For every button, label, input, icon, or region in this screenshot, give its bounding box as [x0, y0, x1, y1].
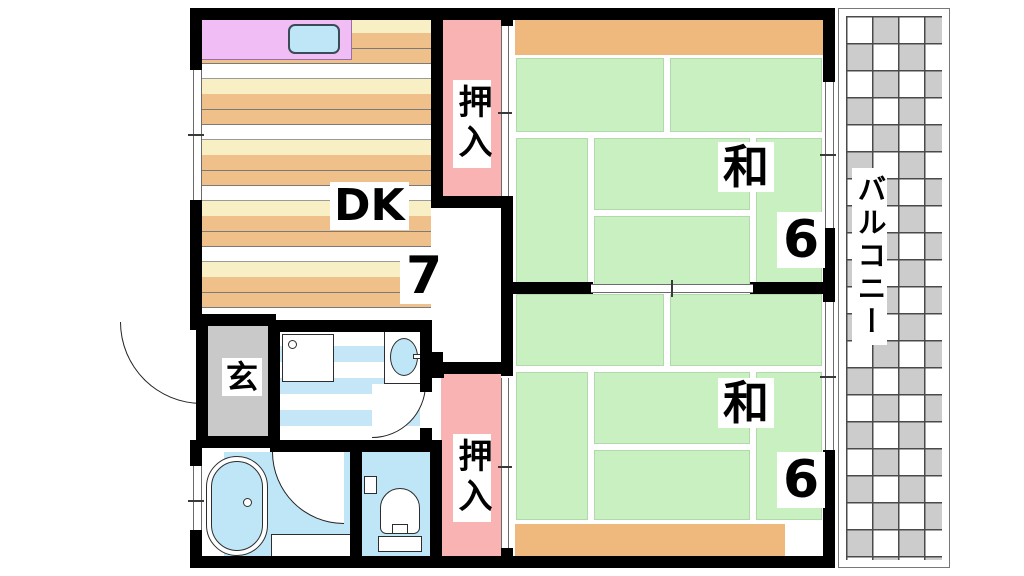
wall-central-mid: [501, 196, 513, 376]
wall-between-tatami-right: [750, 282, 835, 294]
wall-upper-room-top: [501, 8, 835, 20]
wall-genkan-right: [268, 320, 280, 448]
label-washitsu-upper: 和: [718, 142, 774, 192]
balcony-door-lower-tick: [820, 376, 836, 378]
label-washitsu-upper-size: 6: [777, 212, 826, 268]
upper-room-wood-strip: [515, 20, 823, 55]
wall-dk-bottom: [196, 314, 276, 326]
wall-dk-right-upper: [431, 8, 443, 208]
wall-hall-vert: [420, 378, 432, 392]
tatami-mat: [516, 294, 664, 366]
wall-outer-left-upper: [190, 8, 202, 70]
closet-lower-door-tick: [498, 466, 512, 468]
label-dk: DK: [330, 182, 409, 230]
kitchen-sink: [288, 24, 340, 54]
dk-window-tick: [188, 134, 204, 136]
wall-closet-upper-bottom: [431, 196, 513, 208]
label-closet-lower: 押入: [452, 434, 492, 522]
bathtub-drain-icon: [243, 498, 252, 507]
label-balcony: バルコニー: [852, 168, 887, 345]
tatami-mat: [670, 58, 822, 132]
toilet-tank: [378, 536, 422, 552]
washing-machine-knob-icon: [288, 340, 297, 349]
wall-washroom-right: [420, 320, 432, 366]
toilet-seat-notch: [392, 524, 408, 534]
bathroom-window-tick: [188, 500, 204, 502]
wall-outer-left-mid: [190, 200, 202, 330]
wall-right-lower: [823, 450, 835, 568]
bathroom-window[interactable]: [193, 466, 202, 530]
entrance-door-swing[interactable]: [120, 322, 202, 404]
wall-upper-room-right-stub: [823, 60, 835, 82]
tatami-mat: [670, 294, 822, 366]
label-genkan: 玄: [222, 358, 263, 396]
lower-room-wood-strip: [515, 524, 785, 556]
bathroom-floor-strip: [271, 534, 353, 558]
wall-toilet-right: [430, 440, 442, 568]
tatami-mat: [516, 138, 588, 286]
label-washitsu-lower: 和: [718, 378, 774, 428]
wall-washroom-top: [270, 320, 430, 332]
wall-central-lower: [501, 548, 513, 568]
wall-closet-lower-top: [431, 362, 513, 374]
wall-right-mid: [823, 228, 835, 302]
closet-upper-door-tick: [498, 112, 512, 114]
tatami-mat: [516, 372, 588, 520]
toilet-paper-holder: [364, 476, 377, 494]
balcony-door-upper-tick: [820, 154, 836, 156]
label-washitsu-lower-size: 6: [777, 452, 826, 508]
bathtub: [211, 461, 263, 551]
wall-entrance-left: [196, 314, 208, 446]
tatami-mat: [516, 58, 664, 132]
fusuma-tick: [671, 280, 673, 297]
wall-genkan-bottom: [196, 436, 280, 448]
tatami-mat: [594, 450, 750, 520]
wall-hall-right-lower: [420, 366, 444, 378]
tatami-mat: [594, 216, 750, 286]
utility-box: [789, 528, 821, 558]
label-dk-size: 7: [400, 248, 449, 304]
wall-washroom-stub: [420, 428, 432, 446]
wall-bath-toilet-divider: [350, 440, 362, 568]
wall-between-tatami-left: [513, 282, 593, 294]
label-closet-upper: 押入: [452, 80, 492, 168]
